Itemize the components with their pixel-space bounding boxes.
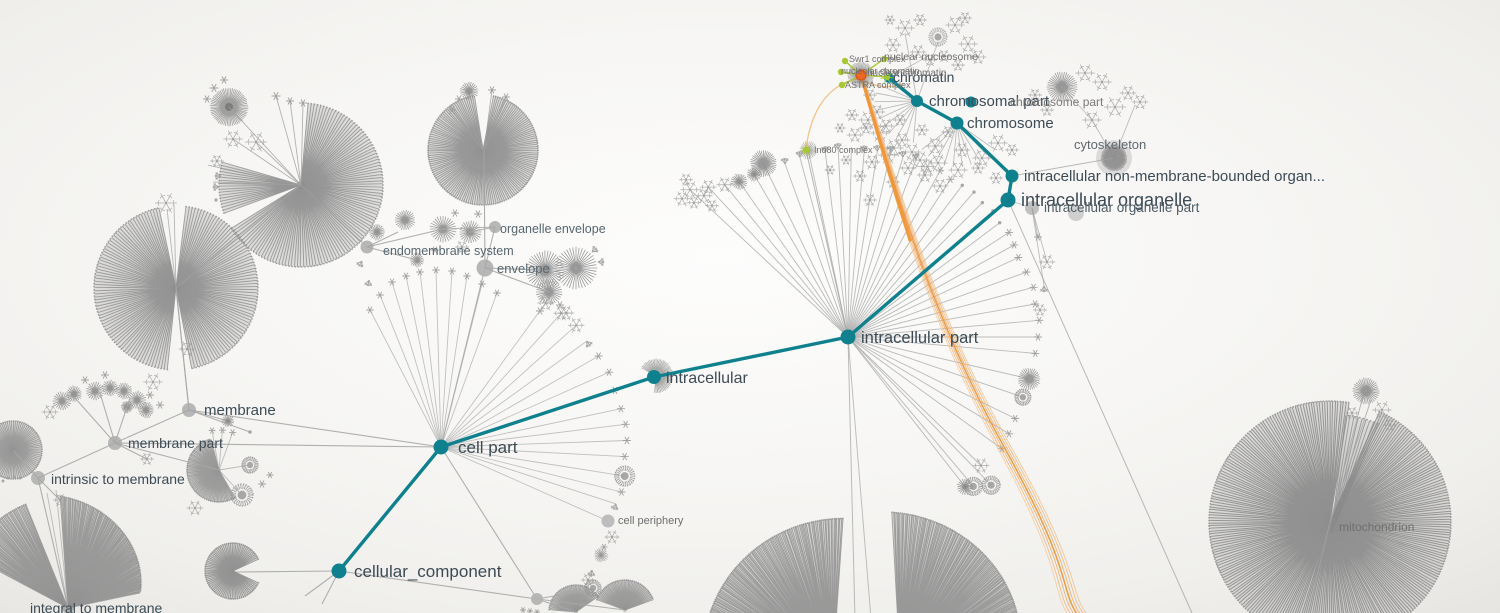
svg-text:ASTRA complex: ASTRA complex <box>845 80 911 90</box>
svg-text:membrane part: membrane part <box>128 435 223 451</box>
svg-text:cell periphery: cell periphery <box>618 515 684 527</box>
svg-text:Swr1 complex: Swr1 complex <box>849 54 906 64</box>
svg-text:endomembrane system: endomembrane system <box>383 244 514 258</box>
svg-text:nuclear nucleosome: nuclear nucleosome <box>884 51 978 63</box>
svg-text:integral to membrane: integral to membrane <box>30 600 163 613</box>
svg-text:chromatin: chromatin <box>893 69 954 85</box>
svg-text:Ino80 complex: Ino80 complex <box>814 145 873 155</box>
svg-text:chromosome part: chromosome part <box>1010 95 1104 109</box>
svg-text:nuclear chromatin: nuclear chromatin <box>867 68 946 79</box>
svg-text:mitochondrion: mitochondrion <box>1339 520 1414 534</box>
svg-text:nucleolar chromatin: nucleolar chromatin <box>841 66 920 76</box>
svg-text:cellular_component: cellular_component <box>354 562 502 581</box>
svg-text:intracellular: intracellular <box>666 370 748 387</box>
svg-text:chromosome: chromosome <box>967 115 1054 132</box>
svg-text:cytoskeleton: cytoskeleton <box>1074 137 1146 152</box>
svg-text:cell part: cell part <box>458 438 518 457</box>
svg-text:envelope: envelope <box>497 261 550 276</box>
svg-text:organelle envelope: organelle envelope <box>500 222 606 236</box>
svg-text:intracellular non-membrane-bou: intracellular non-membrane-bounded organ… <box>1024 168 1325 185</box>
svg-text:intracellular organelle: intracellular organelle <box>1021 190 1192 210</box>
svg-text:intrinsic to membrane: intrinsic to membrane <box>51 471 185 487</box>
svg-text:membrane: membrane <box>204 402 276 419</box>
svg-text:intracellular organelle part: intracellular organelle part <box>1044 200 1200 215</box>
svg-text:intracellular part: intracellular part <box>861 329 979 347</box>
svg-text:chromosomal part: chromosomal part <box>929 93 1050 110</box>
